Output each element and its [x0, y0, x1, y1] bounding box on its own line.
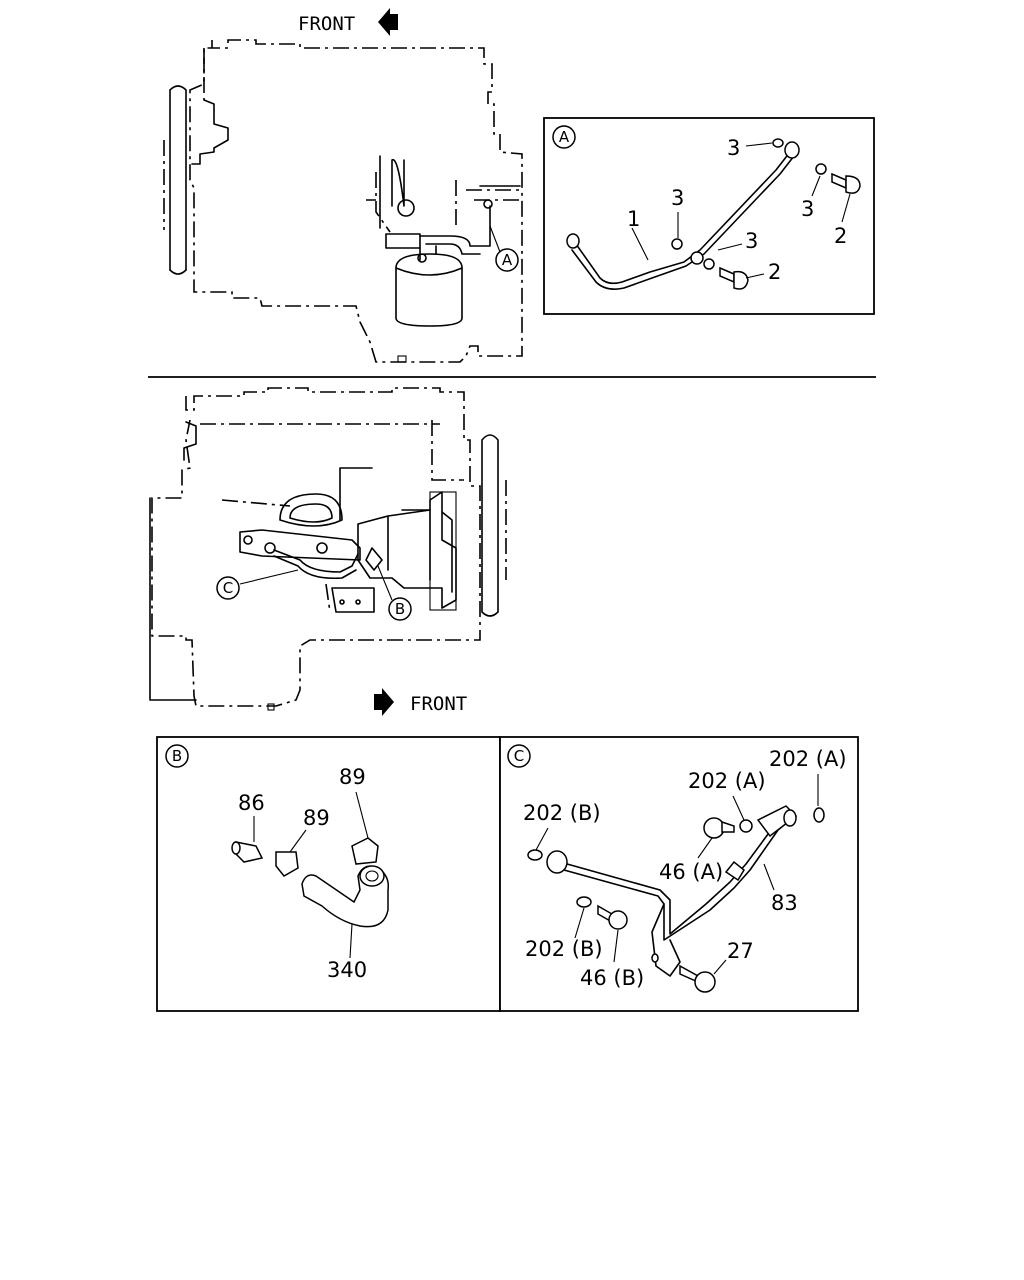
part-label-86: 86 — [238, 791, 265, 815]
part-label-340: 340 — [327, 958, 367, 982]
part-label-83: 83 — [771, 891, 798, 915]
part-label-27: 27 — [727, 939, 754, 963]
washer-icon — [576, 896, 592, 908]
washer-icon — [772, 138, 784, 148]
washer-icon — [527, 849, 543, 861]
front-arrow-right-icon — [374, 688, 394, 716]
part-label-3: 3 — [671, 186, 684, 210]
callout-a-label: A — [502, 251, 513, 269]
clip-icon — [351, 837, 379, 865]
part-label-46-b: 46 (B) — [580, 966, 644, 990]
part-label-1: 1 — [627, 207, 640, 231]
middle-engine-view: C B FRONT — [149, 387, 507, 716]
fitting-86-icon — [231, 841, 264, 863]
part-label-2: 2 — [768, 260, 781, 284]
pipe-end-fitting-icon — [784, 141, 800, 159]
bolt-icon — [719, 266, 749, 290]
part-label-202-b: 202 (B) — [525, 937, 603, 961]
front-arrow-left-icon — [378, 8, 398, 36]
detail-a-letter: A — [559, 128, 570, 146]
detail-c-letter: C — [514, 747, 524, 765]
washer-icon — [703, 258, 715, 270]
callout-c-label: C — [223, 579, 233, 597]
part-label-46-a: 46 (A) — [659, 860, 723, 884]
washer-icon — [813, 807, 825, 823]
washer-icon — [815, 163, 827, 175]
part-label-3: 3 — [745, 229, 758, 253]
part-label-202-b: 202 (B) — [523, 801, 601, 825]
pipe-end-fitting-icon — [566, 233, 580, 249]
detail-c: C — [499, 736, 859, 1012]
detail-b-letter: B — [172, 747, 182, 765]
part-label-202-a: 202 (A) — [769, 747, 847, 771]
bolt-icon — [679, 964, 716, 993]
washer-icon — [739, 819, 753, 833]
part-label-89: 89 — [303, 806, 330, 830]
washer-icon — [671, 238, 683, 250]
front-label-top: FRONT — [298, 13, 355, 35]
part-label-3: 3 — [801, 197, 814, 221]
detail-a-frame — [543, 117, 875, 315]
callout-b-label: B — [395, 600, 405, 618]
bolt-icon — [831, 172, 861, 194]
part-label-3: 3 — [727, 136, 740, 160]
fitting-b-icon — [365, 547, 383, 571]
banjo-fitting-icon — [546, 850, 568, 874]
part-label-89: 89 — [339, 765, 366, 789]
detail-c-frame — [499, 736, 859, 1012]
part-label-2: 2 — [834, 224, 847, 248]
bolt-icon — [703, 817, 735, 839]
bolt-icon — [597, 904, 628, 930]
top-engine-view: FRONT A — [163, 8, 523, 363]
detail-b: B 86 89 89 340 — [156, 736, 501, 1012]
clip-icon — [275, 851, 299, 877]
front-label-bottom: FRONT — [410, 693, 467, 715]
detail-a: A 1 2 2 3 3 3 3 — [543, 117, 875, 315]
part-label-202-a: 202 (A) — [688, 769, 766, 793]
detail-b-frame — [156, 736, 501, 1012]
pipe-end-fitting-icon — [690, 251, 704, 265]
